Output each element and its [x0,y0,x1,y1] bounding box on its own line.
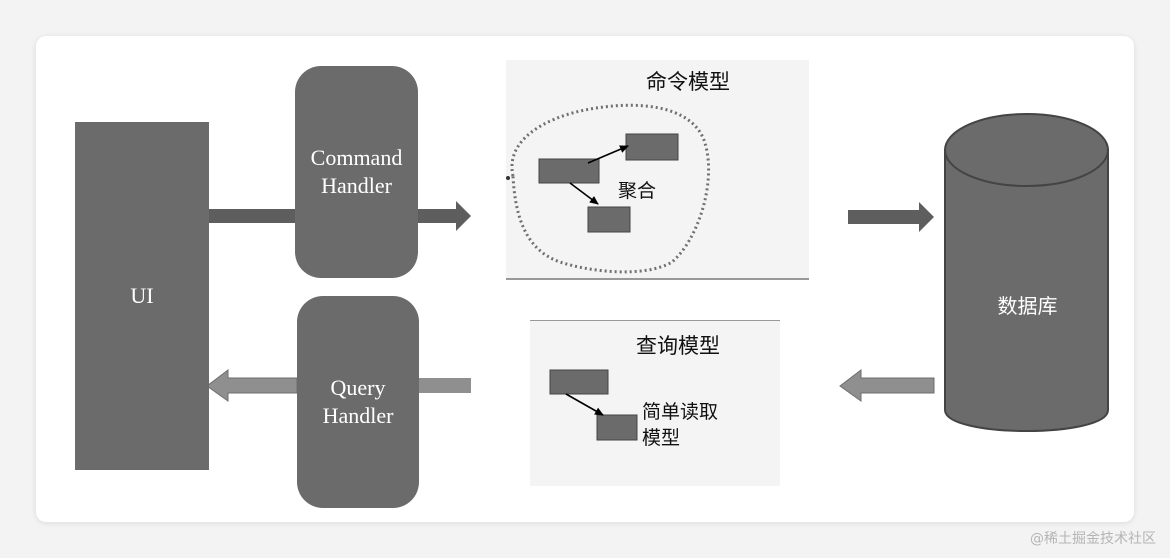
query-handler-box: Query Handler [297,296,419,508]
ui-to-command-connector [209,209,295,223]
aggregate-label: 聚合 [618,180,657,202]
model-to-query-connector [419,378,471,393]
aggregate-boundary [510,103,711,274]
command-handler-box: Command Handler [295,66,418,278]
read-model-label: 简单读取模型 [642,401,719,449]
ui-label: UI [130,283,154,308]
command-to-model-arrow [418,201,471,231]
entity-block-2 [625,133,679,161]
entity-link-2 [569,182,599,205]
entity-block-3 [587,206,631,233]
command-handler-label-line1: Command [310,145,403,170]
database-label: 数据库 [997,294,1058,318]
model-to-database-arrow [848,202,934,232]
query-handler-label-line1: Query [330,375,386,400]
boundary-dot [506,176,510,180]
entity-link-1 [587,145,629,164]
command-model-title: 命令模型 [646,70,730,94]
database-to-model-arrow [839,368,935,402]
query-handler-label-line2: Handler [322,403,394,428]
ui-box: UI [75,122,209,470]
query-model-title: 查询模型 [636,334,720,358]
database-cylinder [944,113,1109,432]
query-model-panel [530,320,780,486]
watermark: @稀土掘金技术社区 [1030,531,1156,547]
command-handler-label-line2: Handler [321,173,392,198]
query-to-ui-arrow [206,368,298,402]
read-block-2 [596,414,638,441]
read-link [565,393,604,416]
read-block-1 [549,369,609,395]
